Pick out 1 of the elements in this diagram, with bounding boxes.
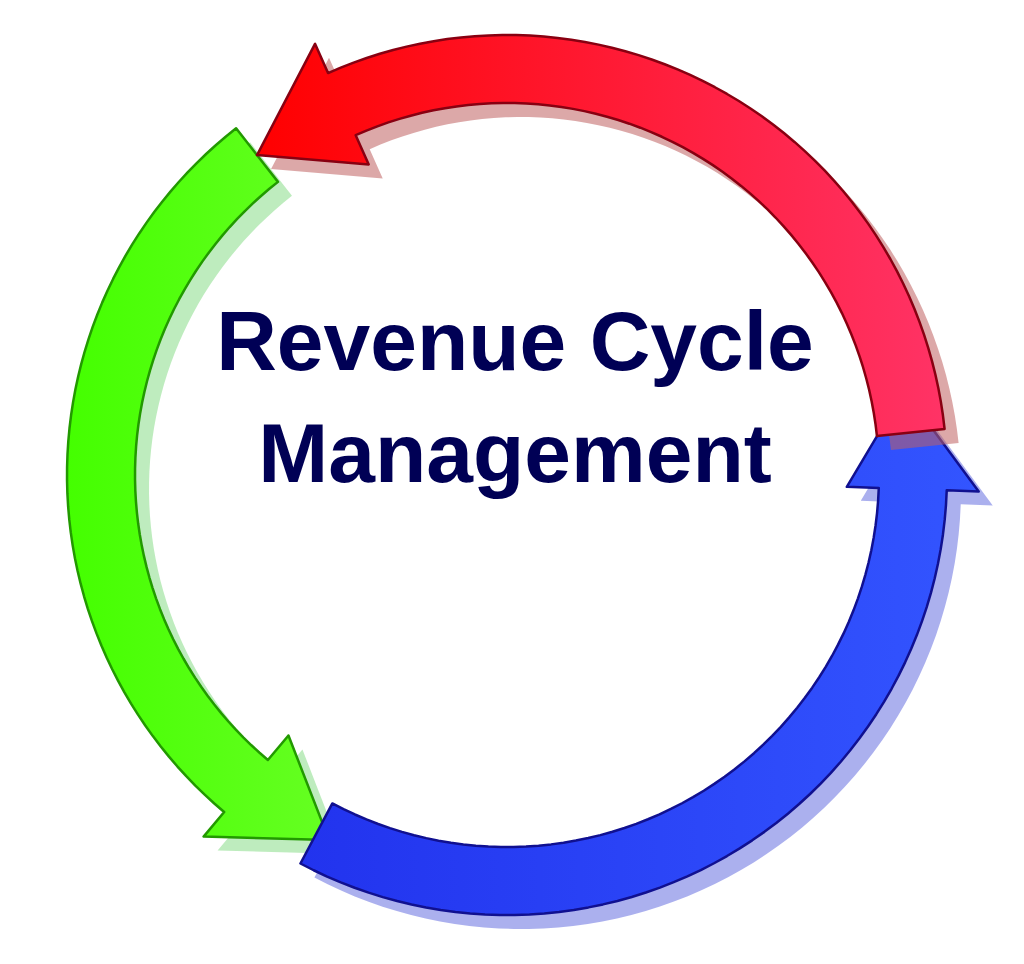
diagram-title: Revenue Cycle Management — [215, 293, 815, 502]
